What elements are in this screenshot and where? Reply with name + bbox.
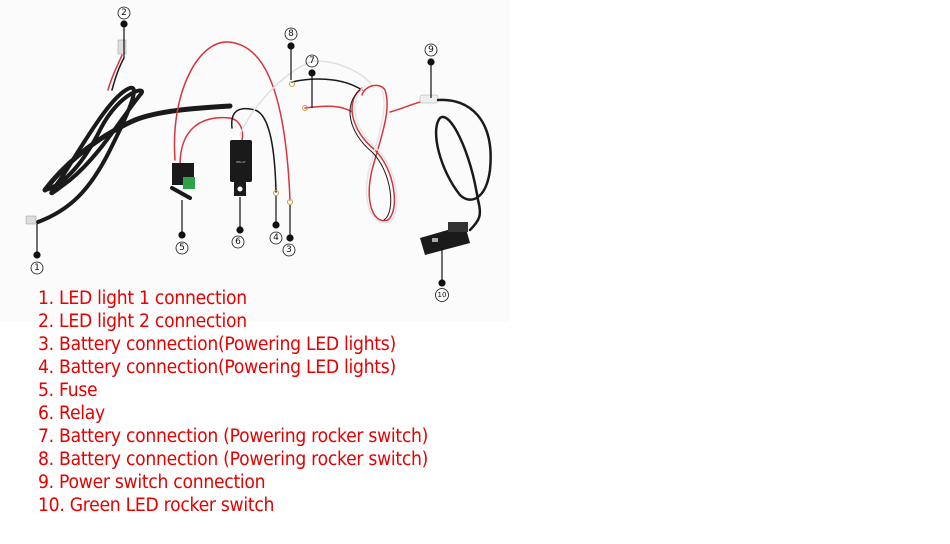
- callout-2: 2: [121, 8, 127, 18]
- callout-5: 5: [179, 243, 185, 253]
- wiring-harness-photo: RELAY 1: [0, 0, 510, 322]
- legend-item: 7. Battery connection (Powering rocker s…: [38, 426, 429, 447]
- legend-item: 10. Green LED rocker switch: [38, 495, 275, 516]
- callout-1: 1: [34, 263, 40, 273]
- wiring-harness-diagram: RELAY 1: [25, 6, 492, 302]
- legend-item: 2. LED light 2 connection: [38, 311, 247, 332]
- callout-4: 4: [273, 233, 279, 243]
- callout-3: 3: [286, 245, 292, 255]
- legend-item: 3. Battery connection(Powering LED light…: [38, 334, 396, 355]
- callout-7: 7: [309, 56, 315, 66]
- callout-9: 9: [428, 45, 434, 55]
- legend-item: 1. LED light 1 connection: [38, 288, 247, 309]
- legend-item: 5. Fuse: [38, 380, 98, 401]
- legend-item: 8. Battery connection (Powering rocker s…: [38, 449, 429, 470]
- callout-8: 8: [288, 29, 294, 39]
- callout-10: 10: [438, 291, 447, 299]
- legend-item: 9. Power switch connection: [38, 472, 266, 493]
- legend-item: 4. Battery connection(Powering LED light…: [38, 357, 396, 378]
- svg-text:RELAY: RELAY: [236, 160, 246, 164]
- callout-6: 6: [235, 237, 241, 247]
- legend-item: 6. Relay: [38, 403, 105, 424]
- legend-list: 1. LED light 1 connection 2. LED light 2…: [38, 287, 457, 517]
